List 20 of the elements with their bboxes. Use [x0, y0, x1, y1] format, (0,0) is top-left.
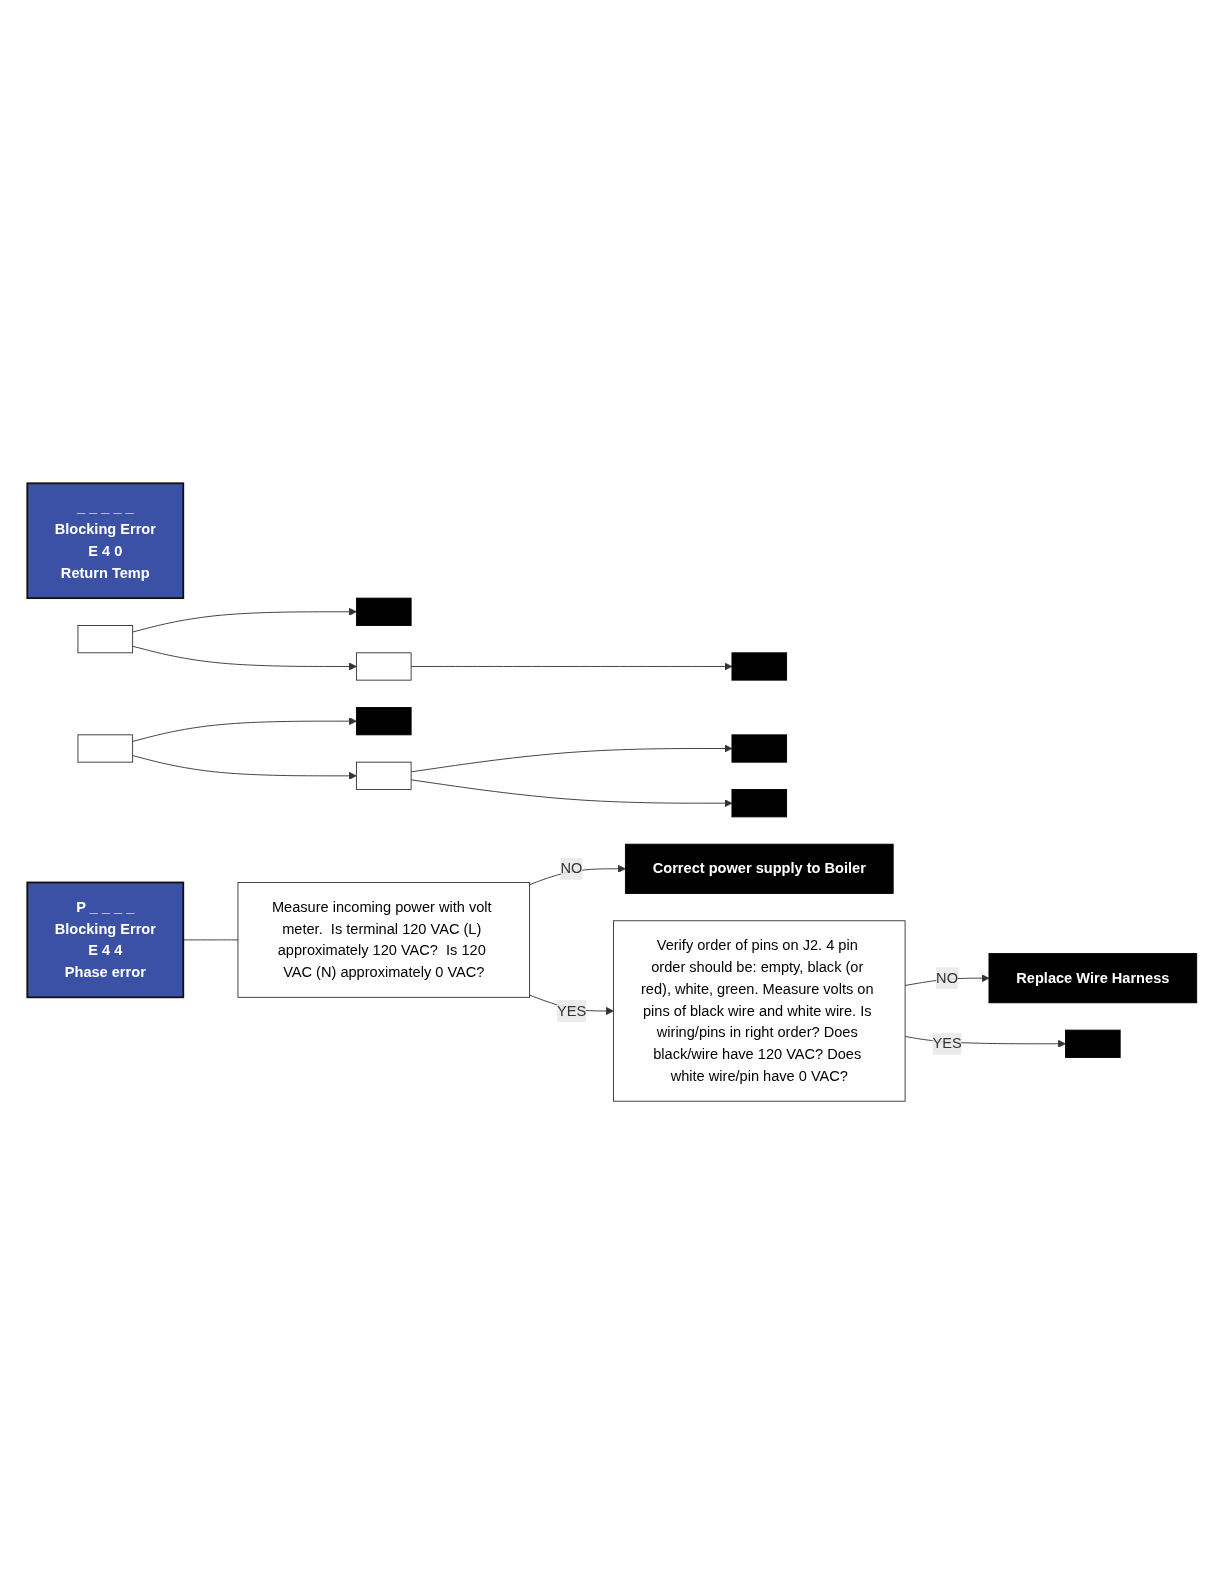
- edge-label: NO: [560, 860, 583, 876]
- node-box: [356, 597, 412, 626]
- node-box: _ _ _ _ _ Blocking Error E 4 0 Return Temp: [26, 482, 185, 599]
- node-box: [731, 652, 788, 681]
- node-box: Verify order of pins on J2. 4 pin order should be: empty, black (or red), white, green. Measure volts on pins of black wire and white wire. Is wiring/pins in right order? Does black/wire have 120 VAC? Does white wire/pin have 0 VAC?: [613, 920, 906, 1102]
- node-box: [731, 788, 788, 818]
- node-box: [356, 761, 412, 790]
- edge-label: NO: [936, 969, 958, 986]
- node-box: [77, 624, 134, 653]
- node-box: [1065, 1029, 1121, 1058]
- node-box: P _ _ _ _ Blocking Error E 4 4 Phase error: [26, 881, 185, 998]
- node-box: Replace Wire Harness: [988, 952, 1198, 1003]
- node-box: [356, 706, 412, 736]
- edge-label: YES: [556, 1002, 587, 1019]
- edge-label: YES: [932, 1035, 962, 1051]
- node-box: [77, 734, 134, 763]
- node-box: [731, 734, 788, 763]
- node-box: Measure incoming power with volt meter. Is terminal 120 VAC (L) approximately 120 VAC? Is 120 VAC (N) approximately 0 VAC?: [237, 881, 531, 998]
- node-box: Correct power supply to Boiler: [624, 843, 894, 894]
- node-box: [356, 652, 412, 681]
